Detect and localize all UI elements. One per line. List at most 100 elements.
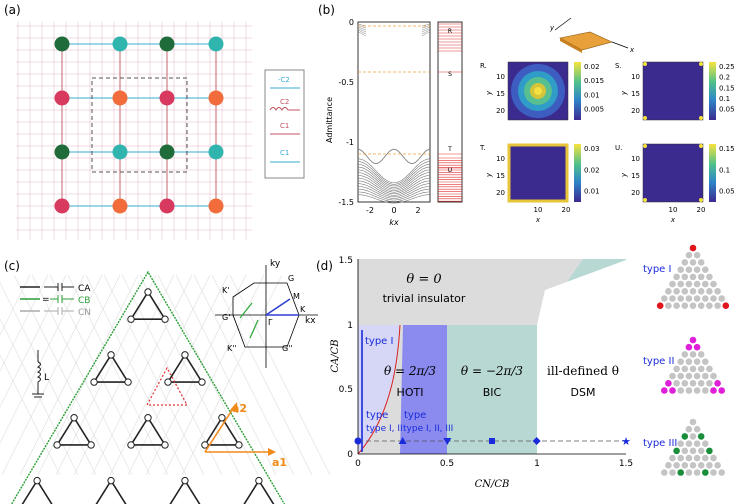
- triangle-site: [669, 372, 676, 380]
- triangle-site: [689, 379, 697, 387]
- triangle-site: [706, 287, 713, 295]
- triangle-site: [710, 372, 717, 380]
- trivial-label: trivial insulator: [383, 292, 466, 305]
- dsm-theta: ill-defined θ: [547, 364, 619, 378]
- triangle-site: [693, 387, 701, 394]
- triangle-site: [706, 461, 713, 469]
- map-ytick: 15: [631, 172, 640, 180]
- field-maps: 0.020.0150.010.005R.101520y0.250.20.150.…: [479, 61, 735, 224]
- triangle-site: [681, 433, 689, 440]
- triangle-site: [718, 469, 725, 476]
- edge-band: [357, 148, 431, 165]
- kagome-site: [161, 441, 169, 449]
- triangle-site: [706, 273, 713, 281]
- kagome-site: [164, 378, 172, 386]
- bulk-band: [357, 183, 431, 198]
- cn-line: [139, 274, 241, 476]
- triangle-site: [697, 259, 705, 266]
- triangle-site: [681, 302, 689, 310]
- bulk-band: [358, 194, 430, 204]
- kagome-legend: CA = CB CN L: [20, 283, 91, 398]
- triangle-site: [697, 433, 705, 440]
- map-xlabel: x: [535, 216, 541, 224]
- map-tag: U.: [615, 144, 622, 152]
- map-corner: [699, 144, 703, 148]
- triangle-site: [702, 440, 709, 447]
- map-xlabel: x: [670, 216, 676, 224]
- triangle-site: [710, 454, 717, 462]
- triangle-site: [702, 358, 709, 365]
- colorbar-tick: 0.02: [584, 63, 600, 71]
- legend-c1-b: C1: [280, 149, 289, 157]
- triangle-site: [685, 280, 693, 288]
- circuit-node: [54, 90, 70, 106]
- top-band: [421, 29, 431, 35]
- brillouin-zone: ky kx K' G M K G' Γ K'' G'': [215, 259, 318, 368]
- triangle-site: [685, 266, 693, 273]
- bulk-band: [357, 175, 431, 193]
- inductor-label: L: [44, 373, 49, 383]
- triangle-site: [689, 433, 697, 440]
- cn-line: [229, 274, 331, 476]
- triangle-site: [681, 351, 689, 358]
- triangle-site: [661, 469, 668, 476]
- triangle-site: [673, 461, 680, 469]
- kagome-site: [53, 441, 61, 449]
- dsm-label: DSM: [571, 386, 596, 399]
- triangle-site: [681, 287, 689, 295]
- panel-c-label: (c): [4, 259, 20, 273]
- map-corner: [643, 144, 647, 148]
- kagome-site: [107, 476, 115, 485]
- triangle-site: [697, 351, 705, 358]
- triangle-site: [677, 440, 684, 447]
- triangle-site: [706, 379, 713, 387]
- bz-k1: K': [222, 286, 229, 295]
- sample-cube-icon: y x: [549, 17, 635, 54]
- triangle-site: [665, 287, 672, 295]
- strip-mark-t: T: [447, 146, 452, 153]
- map-ylabel: y: [485, 90, 493, 96]
- triangle-site: [685, 358, 693, 365]
- triangle-site: [656, 302, 664, 310]
- cube-axis-y: y: [549, 24, 555, 32]
- bulk-band: [357, 164, 431, 187]
- kagome-lattice: [0, 270, 331, 504]
- triangle-site: [693, 454, 701, 462]
- triangle-site: [710, 280, 717, 288]
- kagome-site: [33, 476, 41, 485]
- triangle-site: [718, 295, 725, 302]
- triangle-site: [710, 295, 717, 302]
- triangle-site: [689, 461, 697, 469]
- legend-cn: CN: [78, 308, 91, 318]
- triangle-site: [673, 365, 680, 373]
- triangle-site: [697, 287, 705, 295]
- triangle-site: [689, 336, 697, 344]
- a2-label: a2: [232, 402, 247, 415]
- circuit-node: [112, 36, 128, 52]
- triangle-site: [681, 461, 689, 469]
- triangle-site: [693, 343, 701, 351]
- top-band: [357, 26, 367, 31]
- circuit-node: [159, 90, 175, 106]
- bz-g: G: [288, 274, 294, 283]
- cn-line: [0, 354, 61, 476]
- triangle-site: [689, 287, 697, 295]
- cn-line: [19, 274, 121, 476]
- triangle-site: [685, 387, 693, 394]
- triangle-site: [697, 447, 705, 455]
- circuit-node: [208, 144, 224, 160]
- circuit-node: [54, 36, 70, 52]
- map-ytick: 20: [631, 189, 640, 197]
- triangle-site: [689, 447, 697, 455]
- triangle-site: [673, 302, 680, 310]
- colorbar-tick: 0.005: [584, 106, 604, 114]
- kagome-site: [144, 288, 152, 296]
- triangle-site: [685, 440, 693, 447]
- map-ytick: 15: [496, 90, 505, 98]
- triangle-site: [702, 372, 709, 380]
- circuit-node: [208, 90, 224, 106]
- triangle-site: [702, 280, 709, 288]
- colorbar: [574, 144, 581, 202]
- triangle-site: [689, 365, 697, 373]
